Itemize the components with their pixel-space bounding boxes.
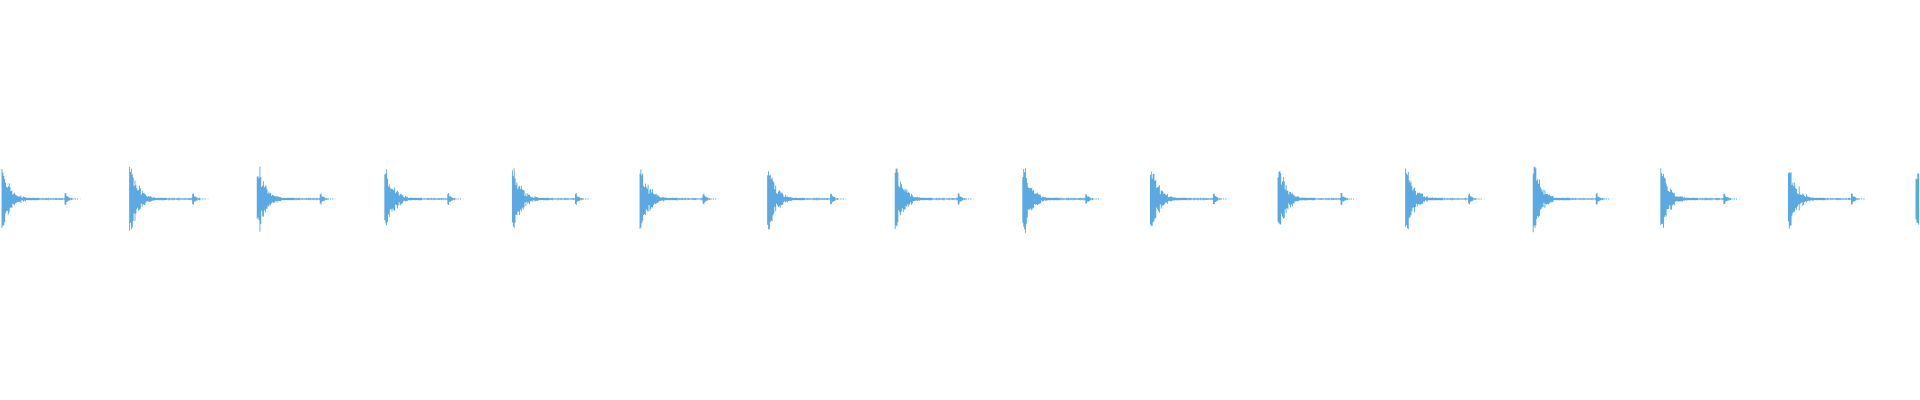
- waveform-hit-path: [1405, 168, 1482, 230]
- waveform-hit-path: [1149, 171, 1227, 226]
- waveform-hit: [1915, 173, 1920, 225]
- waveform-hit-path: [1, 169, 79, 228]
- waveform-hit: [1787, 172, 1869, 229]
- waveform-hit-path: [511, 168, 589, 228]
- waveform-hit-path: [1277, 170, 1355, 225]
- waveform-hit-path: [894, 168, 972, 229]
- waveform-hit: [129, 166, 210, 231]
- waveform-hit: [894, 168, 976, 229]
- waveform-hit-path: [1915, 173, 1920, 225]
- waveform-hit-path: [767, 171, 844, 230]
- waveform-hit: [639, 169, 720, 229]
- waveform-hit: [1532, 166, 1614, 233]
- waveform-hit: [1022, 168, 1103, 233]
- waveform-hit: [1405, 168, 1486, 230]
- waveform-hit: [1, 169, 82, 228]
- waveform-hit-path: [384, 169, 461, 226]
- waveform-hit-path: [256, 166, 334, 232]
- waveform-hit: [384, 169, 465, 226]
- waveform-hit: [767, 171, 848, 230]
- waveform-hit-path: [129, 166, 206, 231]
- waveform-hit: [1277, 170, 1358, 225]
- waveform-hit-path: [1532, 166, 1610, 233]
- waveform-hit-path: [1787, 172, 1865, 229]
- waveform-hit-path: [1660, 168, 1737, 228]
- waveform-hit: [1149, 171, 1231, 226]
- waveform-bars: [1, 166, 1920, 233]
- waveform-hit-path: [1022, 168, 1099, 233]
- waveform-hit: [256, 166, 338, 232]
- waveform-hit: [1660, 168, 1741, 228]
- waveform-hit: [511, 168, 593, 228]
- waveform-hit-path: [639, 169, 717, 229]
